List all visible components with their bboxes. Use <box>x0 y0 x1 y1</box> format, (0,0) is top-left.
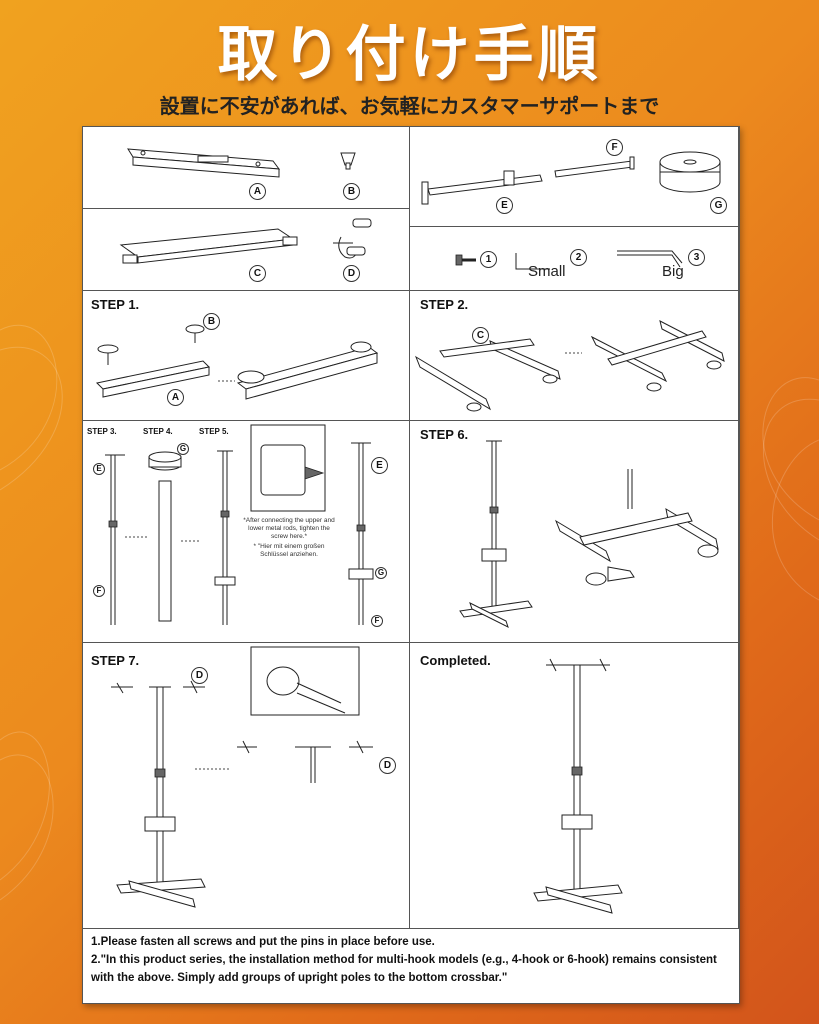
step-3-4-5-drawing <box>105 424 374 625</box>
part-b-foot-pad-drawing <box>340 152 356 170</box>
step-4-label-g: G <box>177 443 189 455</box>
step-1-drawing <box>95 324 379 400</box>
part-label-3: 3 <box>688 249 705 266</box>
step-3-label-f: F <box>93 585 105 597</box>
step-7-cell: STEP 7. D D <box>83 643 410 929</box>
hardware-cell-1-2-3: 1 2 Small 3 Big <box>410 227 739 291</box>
completed-stand-drawing <box>533 658 623 914</box>
step-3-4-5-cell: STEP 3. STEP 4. STEP 5. E F G <box>83 421 410 643</box>
part-label-b: B <box>343 183 360 200</box>
part-label-f: F <box>606 139 623 156</box>
part-e-f-pole-drawing <box>421 156 635 205</box>
step-4-title: STEP 4. <box>143 427 173 436</box>
usage-note-1: 1.Please fasten all screws and put the p… <box>91 936 435 948</box>
step-1-title: STEP 1. <box>91 297 140 312</box>
page-title: 取り付け手順 <box>217 20 602 90</box>
part-label-a: A <box>249 183 266 200</box>
step-6-drawing <box>459 440 719 628</box>
step-1-cell: STEP 1. B A <box>83 291 410 421</box>
step-3-title: STEP 3. <box>87 427 117 436</box>
step-5-note-english: *After connecting the upper and lower me… <box>243 517 335 540</box>
parts-cell-e-f-g: F E G <box>410 127 739 227</box>
step-1-label-b: B <box>203 313 220 330</box>
part-c-crossbar-drawing <box>119 228 298 264</box>
step-5-label-e: E <box>371 457 388 474</box>
step-3-label-e: E <box>93 463 105 475</box>
step-2-title: STEP 2. <box>420 297 469 312</box>
step-5-label-f: F <box>371 615 383 627</box>
completed-title: Completed. <box>420 653 491 668</box>
step-1-label-a: A <box>167 389 184 406</box>
step-2-drawing <box>414 320 725 412</box>
part-label-2: 2 <box>570 249 587 266</box>
step-5-title: STEP 5. <box>199 427 229 436</box>
part-a-base-bar-drawing <box>127 148 281 178</box>
step-5-note-german: * "Hier mit einem großen Schlüssel anzie… <box>253 543 325 558</box>
screw-and-hex-keys-drawing <box>455 250 683 270</box>
step-7-title: STEP 7. <box>91 653 140 668</box>
usage-notes: 1.Please fasten all screws and put the p… <box>91 933 731 987</box>
step-6-cell: STEP 6. <box>410 421 739 643</box>
step-7-label-d-top: D <box>191 667 208 684</box>
parts-cell-c-d: C D <box>83 209 410 291</box>
hex-key-big-label: Big <box>662 263 684 280</box>
hex-key-small-label: Small <box>528 263 566 280</box>
step-2-cell: STEP 2. C <box>410 291 739 421</box>
part-label-g: G <box>710 197 727 214</box>
part-label-1: 1 <box>480 251 497 268</box>
part-g-weight-disc-drawing <box>659 151 721 193</box>
step-7-drawing <box>111 646 373 908</box>
instruction-sheet: A B F E G <box>82 126 740 1004</box>
step-2-label-c: C <box>472 327 489 344</box>
part-label-d: D <box>343 265 360 282</box>
part-label-e: E <box>496 197 513 214</box>
step-7-label-d-bottom: D <box>379 757 396 774</box>
page-subtitle: 設置に不安があれば、お気軽にカスタマーサポートまで <box>159 94 660 118</box>
part-d-hook-drawing <box>333 218 372 259</box>
completed-cell: Completed. <box>410 643 739 929</box>
usage-note-2: 2."In this product series, the installat… <box>91 954 717 984</box>
step-5-label-g: G <box>375 567 387 579</box>
parts-cell-a-b: A B <box>83 127 410 209</box>
step-6-title: STEP 6. <box>420 427 469 442</box>
part-label-c: C <box>249 265 266 282</box>
